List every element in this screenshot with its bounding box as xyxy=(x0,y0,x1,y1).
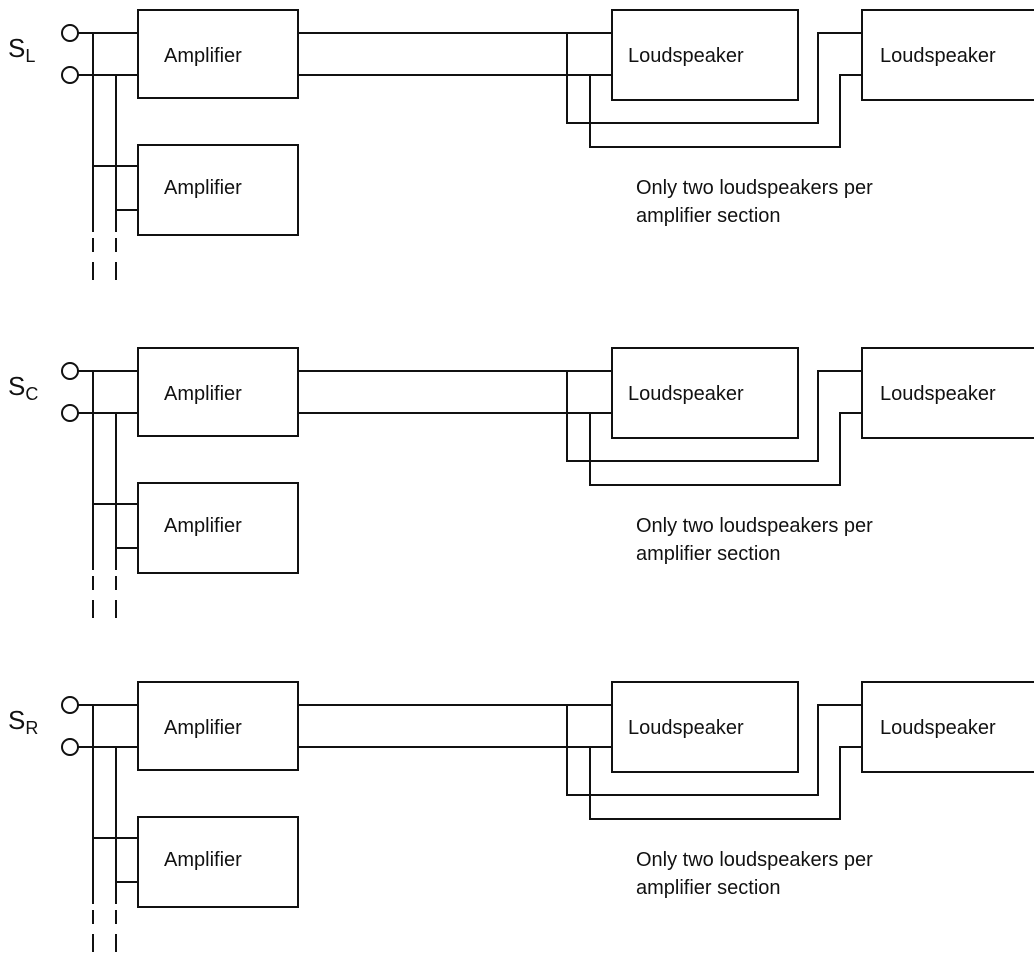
loudspeaker-label-2: Loudspeaker xyxy=(880,383,996,405)
input-terminal-top xyxy=(61,362,79,380)
parallel-feed-top xyxy=(566,704,862,796)
parallel-feed-bottom xyxy=(589,74,862,148)
loudspeaker-box-2 xyxy=(861,9,1034,101)
source-letter: S xyxy=(8,371,25,401)
loudspeaker-label-1: Loudspeaker xyxy=(628,45,744,67)
source-letter: S xyxy=(8,705,25,735)
amplifier-label: Amplifier xyxy=(164,383,242,405)
second-amplifier-box xyxy=(137,482,299,574)
amplifier-box xyxy=(137,9,299,99)
source-label: SR xyxy=(8,705,38,738)
input-terminal-bottom xyxy=(61,66,79,84)
source-subscript: L xyxy=(25,46,35,66)
source-letter: S xyxy=(8,33,25,63)
loudspeaker-box-2 xyxy=(861,681,1034,773)
amplifier-label: Amplifier xyxy=(164,45,242,67)
loudspeaker-box-1 xyxy=(611,9,799,101)
source-subscript: R xyxy=(25,718,38,738)
section-note-line-1: Only two loudspeakers per xyxy=(636,515,873,537)
section-note-line-2: amplifier section xyxy=(636,543,781,565)
source-label: SL xyxy=(8,33,35,66)
second-amplifier-box xyxy=(137,816,299,908)
amplifier-box xyxy=(137,347,299,437)
source-subscript: C xyxy=(25,384,38,404)
input-terminal-bottom xyxy=(61,738,79,756)
parallel-feed-top xyxy=(566,370,862,462)
input-terminal-top xyxy=(61,24,79,42)
section-note-line-1: Only two loudspeakers per xyxy=(636,849,873,871)
loudspeaker-label-2: Loudspeaker xyxy=(880,45,996,67)
section-note-line-2: amplifier section xyxy=(636,205,781,227)
parallel-feed-bottom xyxy=(589,412,862,486)
second-amplifier-label: Amplifier xyxy=(164,515,242,537)
amplifier-label: Amplifier xyxy=(164,717,242,739)
source-label: SC xyxy=(8,371,38,404)
amplifier-box xyxy=(137,681,299,771)
second-amplifier-box xyxy=(137,144,299,236)
loudspeaker-label-1: Loudspeaker xyxy=(628,717,744,739)
loudspeaker-label-1: Loudspeaker xyxy=(628,383,744,405)
loudspeaker-box-2 xyxy=(861,347,1034,439)
section-note-line-1: Only two loudspeakers per xyxy=(636,177,873,199)
input-terminal-bottom xyxy=(61,404,79,422)
input-terminal-top xyxy=(61,696,79,714)
parallel-feed-top xyxy=(566,32,862,124)
loudspeaker-box-1 xyxy=(611,347,799,439)
parallel-feed-bottom xyxy=(589,746,862,820)
loudspeaker-label-2: Loudspeaker xyxy=(880,717,996,739)
second-amplifier-label: Amplifier xyxy=(164,177,242,199)
second-amplifier-label: Amplifier xyxy=(164,849,242,871)
loudspeaker-box-1 xyxy=(611,681,799,773)
section-note-line-2: amplifier section xyxy=(636,877,781,899)
